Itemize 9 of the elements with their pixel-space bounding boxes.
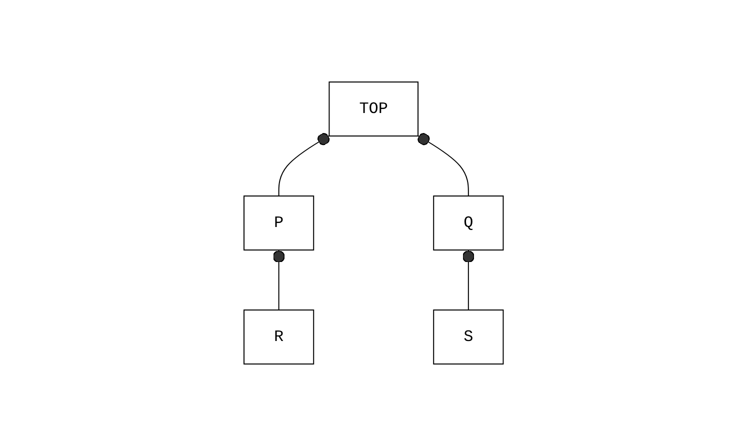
connector xyxy=(278,133,330,196)
node-box: Q xyxy=(433,196,504,250)
connector xyxy=(272,250,285,310)
connector xyxy=(417,133,469,196)
node-box: TOP xyxy=(328,82,418,136)
node-box: R xyxy=(243,310,314,364)
node-box: P xyxy=(243,196,314,250)
connector xyxy=(462,250,474,310)
node-box: S xyxy=(433,310,504,364)
